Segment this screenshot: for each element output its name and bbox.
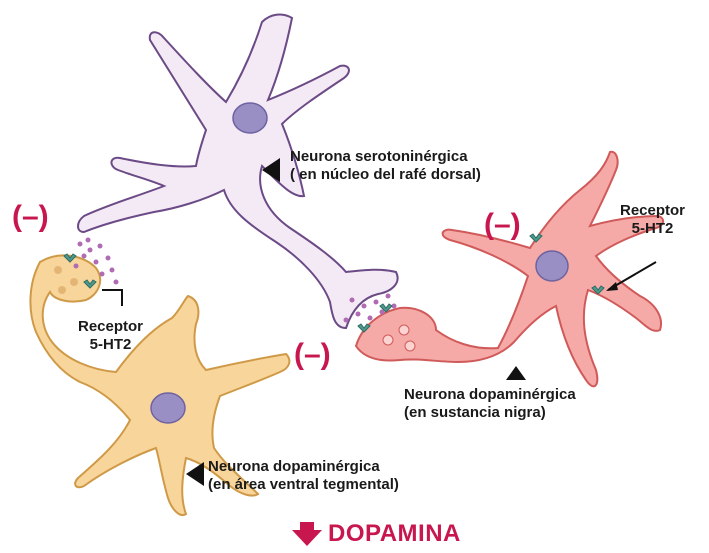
receptor-right-label: Receptor 5-HT2 [620, 202, 685, 238]
vta-dopaminergic-label-line1: Neurona dopaminérgica [208, 458, 399, 476]
sn-dopaminergic-label-line1: Neurona dopaminérgica [404, 386, 576, 404]
receptor-right-label-line1: Receptor [620, 202, 685, 220]
inhibition-sign-center: (–) [294, 340, 331, 370]
pointer-vta [186, 462, 204, 486]
vta-nucleus [151, 393, 185, 423]
sn-nucleus [536, 251, 568, 281]
sn-dopaminergic-label: Neurona dopaminérgica (en sustancia nigr… [404, 386, 576, 422]
dopamine-output-label: DOPAMINA [328, 520, 461, 548]
receptor-left-label-line2: 5-HT2 [78, 336, 143, 354]
inhibition-sign-right: (–) [484, 210, 521, 240]
receptor-left-label-line1: Receptor [78, 318, 143, 336]
pointer-sn [506, 366, 526, 380]
dopamine-arrow-icon [292, 522, 322, 546]
receptor-right-label-line2: 5-HT2 [620, 220, 685, 238]
sn-dopaminergic-neuron [356, 152, 663, 387]
vta-dopaminergic-label: Neurona dopaminérgica (en área ventral t… [208, 458, 399, 494]
vta-dopaminergic-label-line2: (en área ventral tegmental) [208, 476, 399, 494]
sn-dopaminergic-label-line2: (en sustancia nigra) [404, 404, 576, 422]
serotonergic-label-line1: Neurona serotoninérgica [290, 148, 481, 166]
serotonergic-label: Neurona serotoninérgica ( en núcleo del … [290, 148, 481, 184]
receptor-left-leader [102, 290, 122, 306]
inhibition-sign-left: (–) [12, 202, 49, 232]
serotonergic-label-line2: ( en núcleo del rafé dorsal) [290, 166, 481, 184]
serotonergic-nucleus [233, 103, 267, 133]
receptor-left-label: Receptor 5-HT2 [78, 318, 143, 354]
